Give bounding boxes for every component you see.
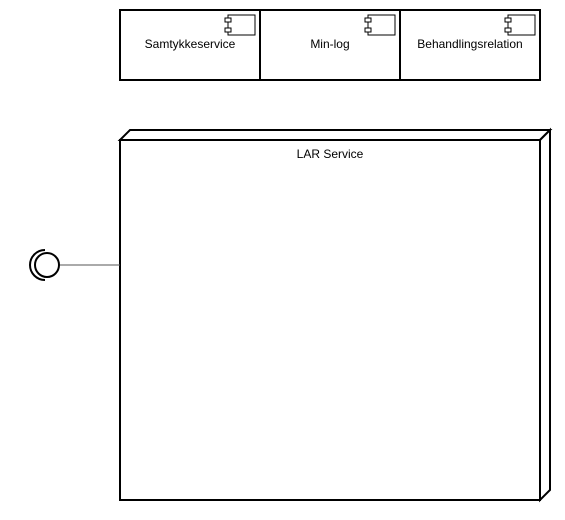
interface-connector[interactable] [29,249,120,281]
node-label: LAR Service [297,147,364,161]
component-label: Samtykkeservice [145,37,236,51]
uml-component-icon [504,14,536,36]
node-lar-service[interactable]: LAR Service [117,127,553,503]
component-label: Min-log [310,37,349,51]
uml-component-icon [224,14,256,36]
component-behandlingsrelation[interactable]: Behandlingsrelation [399,9,541,81]
node-top-face [117,129,553,141]
provided-interface-lollipop-icon [34,252,60,278]
required-interface-socket-icon [29,249,46,281]
node-side-face [539,127,551,503]
component-min-log[interactable]: Min-log [259,9,401,81]
node-front-face [119,139,541,501]
component-label: Behandlingsrelation [417,37,522,51]
uml-component-icon [364,14,396,36]
component-samtykkeservice[interactable]: Samtykkeservice [119,9,261,81]
